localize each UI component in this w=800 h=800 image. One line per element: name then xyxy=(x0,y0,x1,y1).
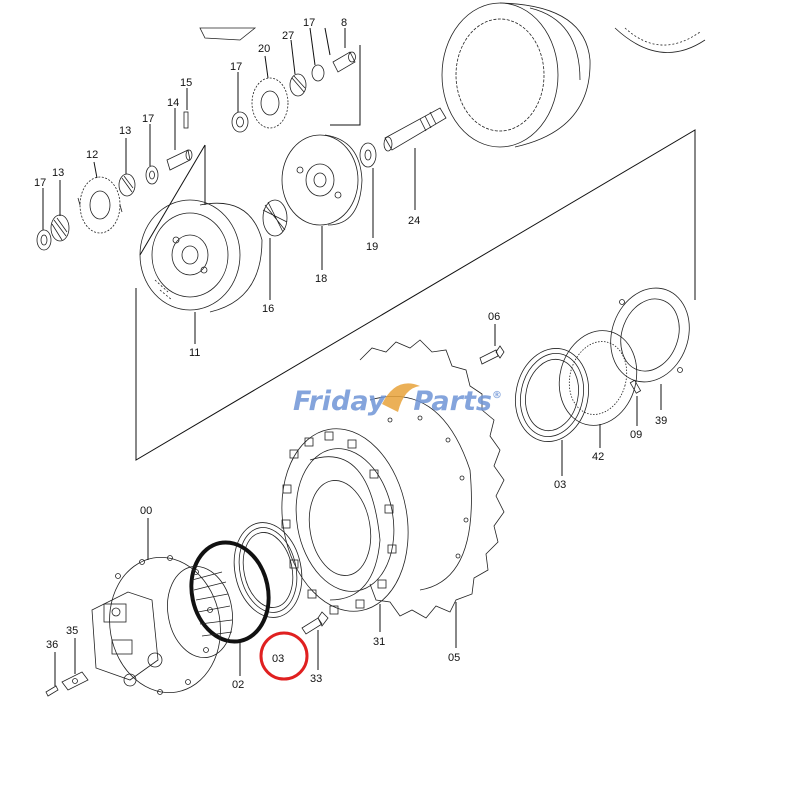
hub-bolt-holes xyxy=(281,431,397,615)
watermark-part2: Parts xyxy=(413,386,492,417)
part-label-20: 20 xyxy=(258,43,270,55)
part-label-05: 05 xyxy=(448,652,460,664)
part-label-24: 24 xyxy=(408,215,420,227)
part-label-09: 09 xyxy=(630,429,642,441)
cover-ring-39 xyxy=(610,287,690,383)
part-label-03: 03 xyxy=(554,479,566,491)
highlight-circle xyxy=(259,631,309,681)
part-label-19: 19 xyxy=(366,241,378,253)
part-label-35: 35 xyxy=(66,625,78,637)
pin-09 xyxy=(629,379,642,394)
part-label-33: 33 xyxy=(310,673,322,685)
planet-gear-20 xyxy=(251,77,289,129)
part-label-15: 15 xyxy=(180,77,192,89)
part-label-17: 17 xyxy=(142,113,154,125)
part-label-8: 8 xyxy=(341,17,347,29)
planet-carrier-18 xyxy=(281,134,363,226)
part-label-36: 36 xyxy=(46,639,58,651)
needle-bearing-13-left xyxy=(50,214,70,242)
watermark-part1: Friday xyxy=(293,386,387,417)
part-label-17: 17 xyxy=(303,17,315,29)
bolt-33 xyxy=(301,611,329,635)
part-label-16: 16 xyxy=(262,303,274,315)
cover-plate-35 xyxy=(61,671,89,691)
needle-bearing-13-right xyxy=(118,173,136,197)
bearing-42 xyxy=(558,330,638,426)
part-label-12: 12 xyxy=(86,149,98,161)
part-number-labels: 17 13 12 13 17 14 15 11 16 17 20 27 17 8… xyxy=(34,17,667,691)
hub-31 xyxy=(281,428,409,615)
watermark-logo: Friday Parts® xyxy=(293,383,502,417)
watermark-swoosh xyxy=(382,383,420,412)
washer-17-top xyxy=(231,111,249,133)
part-label-00: 00 xyxy=(140,505,152,517)
washer-17-right xyxy=(145,165,159,185)
part-label-13: 13 xyxy=(52,167,64,179)
part-label-17: 17 xyxy=(34,177,46,189)
planet-carrier-11 xyxy=(139,199,263,313)
floating-seal-03-right xyxy=(515,348,589,442)
bolt-36 xyxy=(45,685,59,697)
part-label-03-highlighted: 03 xyxy=(272,653,284,665)
part-label-27: 27 xyxy=(282,30,294,42)
drive-shaft-24 xyxy=(383,107,447,152)
part-label-18: 18 xyxy=(315,273,327,285)
washer-17-small xyxy=(311,64,325,82)
sprocket-05 xyxy=(359,339,505,619)
bolt-06 xyxy=(479,345,505,365)
part-label-39: 39 xyxy=(655,415,667,427)
thrust-washer-19 xyxy=(359,142,377,168)
part-label-13: 13 xyxy=(119,125,131,137)
part-label-11: 11 xyxy=(189,347,200,359)
part-label-02: 02 xyxy=(232,679,244,691)
watermark-reg: ® xyxy=(492,390,502,401)
watermark-text: Friday Parts® xyxy=(293,386,502,417)
partial-top-part xyxy=(199,27,257,41)
planet-gear-12 xyxy=(77,176,123,234)
washer-17-left xyxy=(36,229,52,251)
pin-8 xyxy=(332,51,356,73)
part-label-42: 42 xyxy=(592,451,604,463)
part-label-06: 06 xyxy=(488,311,500,323)
floating-seal-03-left xyxy=(233,522,303,618)
part-label-14: 14 xyxy=(167,97,179,109)
travel-motor-00 xyxy=(91,555,233,695)
part-label-31: 31 xyxy=(373,636,385,648)
o-ring-02 xyxy=(189,540,271,644)
bearing-27 xyxy=(289,73,307,97)
part-label-17: 17 xyxy=(230,61,242,73)
spring-pin-15 xyxy=(183,111,189,129)
pin-14 xyxy=(166,149,193,171)
ring-gear-top-right xyxy=(614,27,706,53)
bearing-16 xyxy=(262,199,288,237)
ring-gear-housing xyxy=(441,2,591,148)
assembly-bracket-lines xyxy=(135,45,696,461)
leader-lines xyxy=(42,27,662,686)
